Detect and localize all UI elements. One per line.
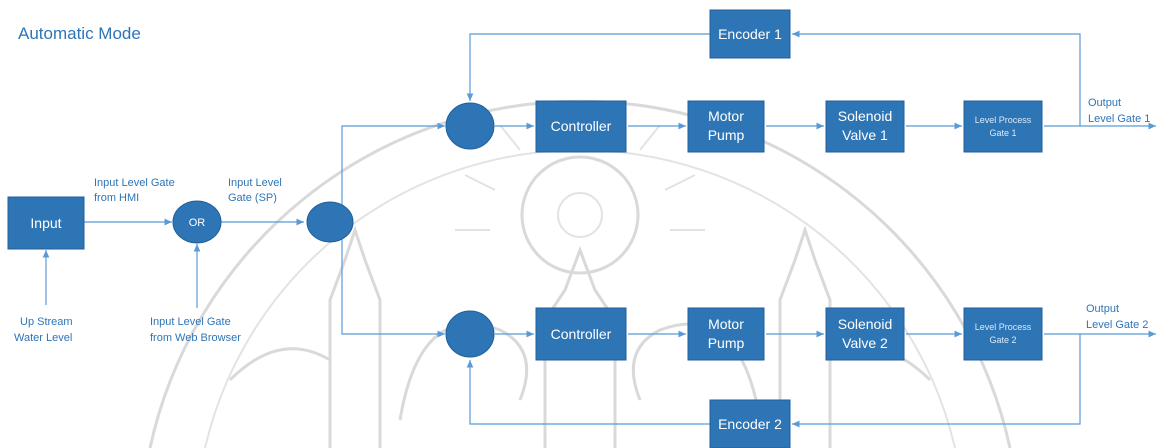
encoder2-to-sum2-line [466,360,710,425]
level-process-gate-2-label-line1: Level Process [975,322,1032,332]
controller-2-label: Controller [551,326,612,342]
solenoid-valve-1-label-line2: Valve 1 [842,127,888,143]
encoder-2-block [709,399,791,448]
motor-pump-2-label-line1: Motor [708,316,744,332]
motor-pump-2-label-line2: Pump [708,335,745,351]
encoder-2-label: Encoder 2 [718,416,782,432]
hmi-label-line1: Input Level Gate [94,177,175,189]
encoder-1-block [709,9,791,59]
input-label: Input [30,215,61,231]
sum-junction-main [306,201,354,243]
web-label-line1: Input Level Gate [150,316,231,328]
sum-junction-1 [445,102,495,150]
hmi-label-line2: from HMI [94,192,139,204]
web-label-line2: from Web Browser [150,332,241,344]
solenoid-valve-1-block [825,100,905,153]
controller-2-block [535,307,627,361]
output1-to-encoder1-line [792,30,1081,126]
sp-label-line1: Input Level [228,177,282,189]
output2-to-encoder2-line [792,334,1081,428]
sum-junction-2 [445,310,495,358]
upstream-label-line1: Up Stream [20,316,73,328]
level-process-gate-1-label-line1: Level Process [975,115,1032,125]
output-2-label-line1: Output [1086,303,1119,315]
output-1-label-line1: Output [1088,97,1121,109]
upstream-label-line2: Water Level [14,332,72,344]
motor-pump-1-label-line2: Pump [708,127,745,143]
solenoid-valve-2-label-line1: Solenoid [838,316,893,332]
or-junction [172,200,222,244]
signal-labels: Input Level Gate from HMI Input Level Ga… [14,97,1150,344]
encoder-1-label: Encoder 1 [718,26,782,42]
diagram-title: Automatic Mode [18,24,141,43]
output-2-label-line2: Level Gate 2 [1086,319,1148,331]
output-1-label-line2: Level Gate 1 [1088,113,1150,125]
controller-1-block [535,100,627,153]
level-process-gate-2-block [963,307,1043,361]
encoder1-to-sum1-line [466,33,710,101]
connectors [42,30,1156,428]
or-label: OR [189,217,206,229]
input-block [7,196,85,250]
nodes [7,9,1043,448]
sum-to-bottom-branch-line [341,222,445,338]
motor-pump-1-block [687,100,765,153]
solenoid-valve-2-label-line2: Valve 2 [842,335,888,351]
sp-label-line2: Gate (SP) [228,192,277,204]
node-labels: Input OR Encoder 1 Encoder 2 Controller … [30,26,1031,432]
solenoid-valve-2-block [825,307,905,361]
motor-pump-1-label-line1: Motor [708,108,744,124]
motor-pump-2-block [687,307,765,361]
level-process-gate-1-label-line2: Gate 1 [989,128,1016,138]
solenoid-valve-1-label-line1: Solenoid [838,108,893,124]
level-process-gate-2-label-line2: Gate 2 [989,335,1016,345]
level-process-gate-1-block [963,100,1043,153]
sum-to-top-branch-line [341,122,445,222]
controller-1-label: Controller [551,118,612,134]
